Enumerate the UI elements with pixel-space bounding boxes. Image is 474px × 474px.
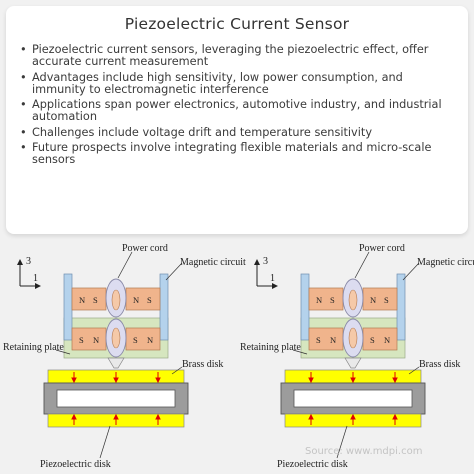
- magnet-bottom-right: S N: [362, 327, 398, 351]
- magnet-bottom-left: S N: [308, 327, 344, 351]
- bullet-item: Piezoelectric current sensors, leveragin…: [20, 43, 460, 69]
- svg-text:N: N: [384, 335, 390, 345]
- bullet-item: Applications span power electronics, aut…: [20, 99, 460, 124]
- diagram-canvas: 3 1 N S N S S: [3, 243, 474, 470]
- label-brass-disk: Brass disk: [419, 359, 460, 370]
- svg-text:N: N: [133, 295, 139, 305]
- svg-text:S: S: [316, 335, 321, 345]
- svg-text:S: S: [370, 335, 375, 345]
- svg-text:S: S: [79, 335, 84, 345]
- bullet-item: Advantages include high sensitivity, low…: [20, 71, 460, 97]
- info-card: Piezoelectric Current Sensor Piezoelectr…: [6, 6, 468, 234]
- label-retaining-plate: Retaining plate: [240, 342, 301, 353]
- magnet-bottom-left: S N: [71, 327, 107, 351]
- svg-text:N: N: [79, 295, 85, 305]
- power-cord-coil: [342, 278, 364, 358]
- magnet-bottom-right: S N: [125, 327, 161, 351]
- bullet-item: Challenges include voltage drift and tem…: [20, 126, 460, 139]
- contact-tip: [107, 357, 125, 369]
- axis-label-1: 1: [270, 273, 275, 284]
- svg-text:N: N: [93, 335, 99, 345]
- bullet-list: Piezoelectric current sensors, leveragin…: [20, 43, 460, 170]
- label-retaining-plate: Retaining plate: [3, 342, 64, 353]
- svg-text:N: N: [330, 335, 336, 345]
- label-brass-disk: Brass disk: [182, 359, 223, 370]
- axis-label-3: 3: [263, 256, 268, 267]
- label-magnetic-circuit: Magnetic circuit: [417, 257, 474, 268]
- sensor-diagrams: 3 1 N S N S S: [0, 236, 474, 474]
- brass-disk: [280, 382, 426, 415]
- bullet-item: Future prospects involve integrating fle…: [20, 142, 460, 167]
- sensor-diagram-left: 3 1 N S N S S: [3, 243, 246, 470]
- force-arrows: [308, 372, 398, 425]
- svg-text:S: S: [384, 295, 389, 305]
- power-cord-coil: [105, 278, 127, 358]
- svg-text:S: S: [330, 295, 335, 305]
- label-magnetic-circuit: Magnetic circuit: [180, 257, 246, 268]
- magnet-top-left: N S: [71, 287, 107, 311]
- label-piezoelectric-disk: Piezoelectric disk: [277, 459, 348, 470]
- magnet-top-right: N S: [362, 287, 398, 311]
- svg-text:S: S: [133, 335, 138, 345]
- force-arrows: [71, 372, 161, 425]
- contact-tip: [344, 357, 362, 369]
- svg-text:N: N: [147, 335, 153, 345]
- sensor-diagram-right: 3 1 N S N S S N: [240, 243, 474, 470]
- svg-text:N: N: [316, 295, 322, 305]
- axis-label-1: 1: [33, 273, 38, 284]
- magnet-top-left: N S: [308, 287, 344, 311]
- axes-indicator: 3 1: [254, 256, 278, 289]
- axes-indicator: 3 1: [17, 256, 41, 289]
- brass-disk: [43, 382, 189, 415]
- source-watermark: Source: www.mdpi.com: [305, 446, 422, 457]
- label-power-cord: Power cord: [122, 243, 168, 254]
- svg-text:S: S: [147, 295, 152, 305]
- label-power-cord: Power cord: [359, 243, 405, 254]
- axis-label-3: 3: [26, 256, 31, 267]
- magnet-top-right: N S: [125, 287, 161, 311]
- label-piezoelectric-disk: Piezoelectric disk: [40, 459, 111, 470]
- page-title: Piezoelectric Current Sensor: [124, 15, 350, 33]
- svg-text:N: N: [370, 295, 376, 305]
- svg-text:S: S: [93, 295, 98, 305]
